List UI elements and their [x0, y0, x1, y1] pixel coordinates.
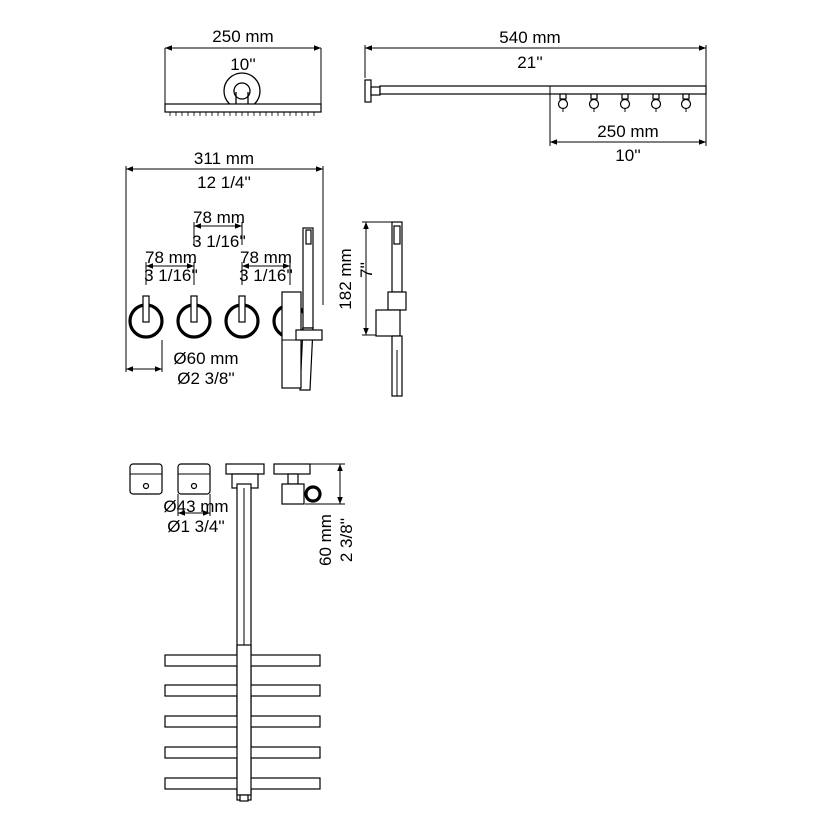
nozzle-hatch — [169, 112, 315, 116]
knob-2 — [176, 295, 212, 339]
valve-diameter-in: Ø1 3/4'' — [167, 517, 225, 536]
valve-diameter-mm: Ø43 mm — [163, 497, 228, 516]
spacing-right-mm: 78 mm — [240, 248, 292, 267]
spacing-left-in: 3 1/16'' — [144, 266, 198, 285]
knob-1 — [128, 295, 164, 339]
spacing-mid-in: 3 1/16'' — [192, 232, 246, 251]
projection-mm: 60 mm — [316, 514, 335, 566]
projection-in: 2 3/8'' — [337, 518, 356, 562]
handle-height-mm: 182 mm — [336, 248, 355, 309]
head-side-mm: 250 mm — [597, 122, 658, 141]
head-side-in: 10'' — [615, 146, 640, 165]
arm-length-in: 21'' — [517, 53, 542, 72]
knob-3 — [224, 295, 260, 339]
shower-arm-side-view: 540 mm 21'' 250 mm 10'' — [364, 28, 707, 165]
head-width-mm: 250 mm — [212, 27, 273, 46]
valve-bottom-view: 60 mm 2 3/8'' Ø43 mm Ø1 3/4'' — [129, 463, 356, 566]
knob-diameter-in: Ø2 3/8'' — [177, 369, 235, 388]
spray-nozzles — [557, 93, 692, 112]
handle-height-in: 7'' — [357, 262, 376, 278]
handshower-side-view: 182 mm 7'' — [336, 221, 407, 397]
spacing-right-in: 3 1/16'' — [239, 266, 293, 285]
handshower-holder — [272, 227, 323, 391]
overall-width-in: 12 1/4'' — [197, 173, 251, 192]
valve-front-view: 311 mm 12 1/4'' 78 mm 3 1/16'' 78 mm 3 1… — [125, 149, 324, 391]
head-width-in: 10'' — [230, 55, 255, 74]
head-bottom-view — [164, 483, 321, 802]
spacing-mid-mm: 78 mm — [193, 208, 245, 227]
knob-diameter-mm: Ø60 mm — [173, 349, 238, 368]
spacing-left-mm: 78 mm — [145, 248, 197, 267]
overall-width-mm: 311 mm — [194, 149, 254, 168]
arm-length-mm: 540 mm — [499, 28, 560, 47]
shower-head-top-view: 250 mm 10'' — [164, 27, 322, 116]
